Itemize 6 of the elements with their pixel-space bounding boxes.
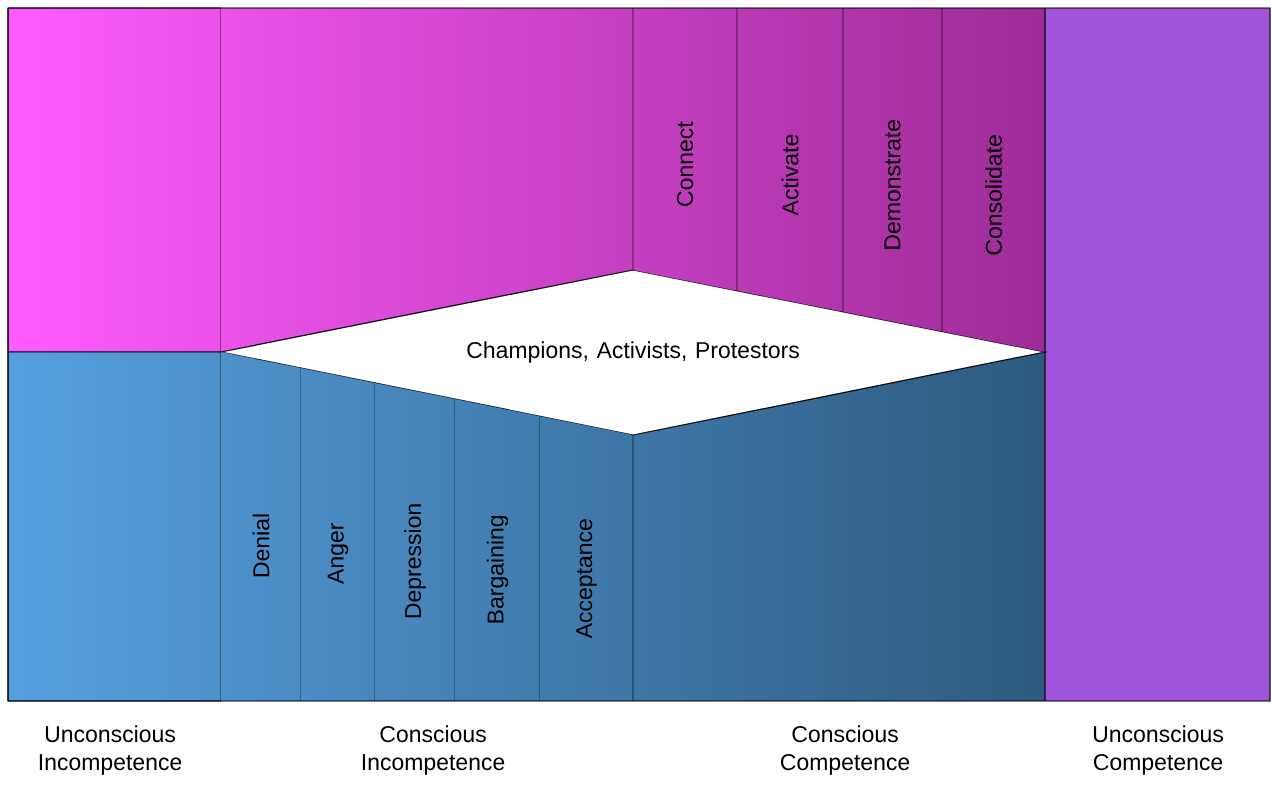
stage-label: Conscious Competence xyxy=(780,725,910,775)
stage-label: Unconscious Incompetence xyxy=(39,725,182,775)
stage-column: Acceptance xyxy=(576,434,634,702)
stage-label: Conscious Incompetence xyxy=(362,725,505,775)
stage-label: Unconscious Competence xyxy=(1093,725,1223,775)
stage-column: Connect xyxy=(632,7,694,271)
